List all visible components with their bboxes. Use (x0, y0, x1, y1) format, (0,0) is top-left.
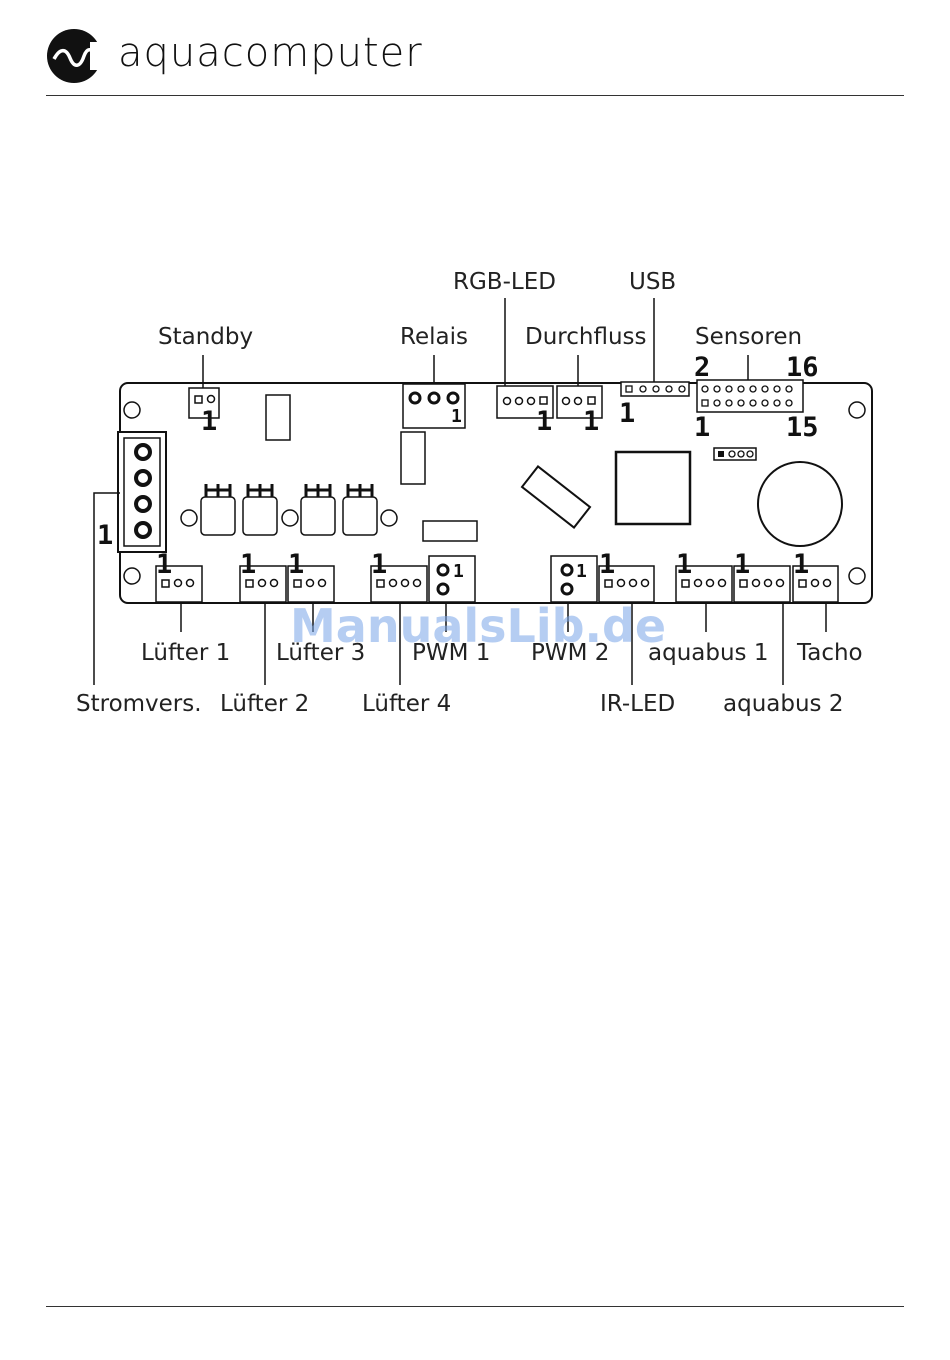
buzzer (758, 462, 842, 546)
pin-1-usb: 1 (619, 398, 635, 429)
component-block (401, 432, 425, 484)
label-sensoren: Sensoren (695, 324, 802, 350)
pin-1-pwm2: 1 (576, 561, 587, 582)
pin-1-luefter3: 1 (288, 549, 304, 580)
pin-1-aquabus1: 1 (676, 549, 692, 580)
pin-1-durchfluss: 1 (583, 406, 599, 437)
label-durchfluss: Durchfluss (525, 324, 647, 350)
label-luefter4: Lüfter 4 (362, 691, 451, 717)
label-stromvers: Stromvers. (76, 691, 202, 717)
sensoren-header (697, 380, 803, 412)
pin-1-standby: 1 (201, 406, 217, 437)
label-standby: Standby (158, 324, 253, 350)
pin-1-luefter2: 1 (240, 549, 256, 580)
pin-1-pwm1: 1 (453, 561, 464, 582)
pin-2-sensoren: 2 (694, 352, 710, 383)
pin-1-tacho: 1 (793, 549, 809, 580)
component-block (266, 395, 290, 440)
pin-1-relais: 1 (451, 406, 462, 427)
label-relais: Relais (400, 324, 468, 350)
pin-16-sensoren: 16 (786, 352, 819, 383)
pin-1-rgb-led: 1 (536, 406, 552, 437)
power-connector (118, 432, 166, 552)
pin-1-sensoren: 1 (694, 412, 710, 443)
label-luefter2: Lüfter 2 (220, 691, 309, 717)
pin-15-sensoren: 15 (786, 412, 819, 443)
usb-header (621, 382, 689, 396)
pin-1-ir-led: 1 (599, 549, 615, 580)
component-block (423, 521, 477, 541)
label-aquabus2: aquabus 2 (723, 691, 843, 717)
label-luefter1: Lüfter 1 (141, 640, 230, 666)
pin-1-power: 1 (97, 520, 113, 551)
watermark: ManualsLib.de (290, 599, 666, 653)
footer-divider (46, 1306, 904, 1307)
microcontroller-chip (616, 452, 690, 524)
label-usb: USB (629, 269, 676, 295)
small-header (714, 448, 756, 460)
pin-1-aquabus2: 1 (734, 549, 750, 580)
pin-1-luefter4: 1 (371, 549, 387, 580)
label-ir-led: IR-LED (600, 691, 675, 717)
pin-1-luefter1: 1 (156, 549, 172, 580)
label-rgb-led: RGB-LED (453, 269, 556, 295)
label-tacho: Tacho (796, 640, 863, 666)
